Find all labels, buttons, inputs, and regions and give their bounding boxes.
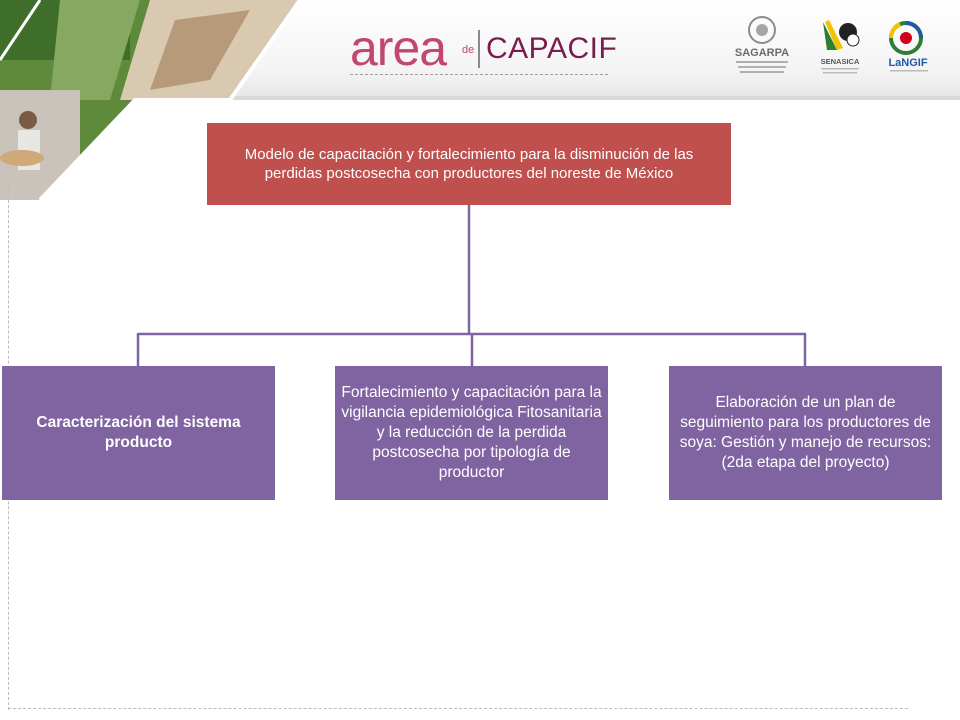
header-photo-collage — [0, 0, 300, 200]
logo-separator — [478, 30, 480, 68]
header-divider — [0, 96, 960, 100]
child-node-fortalecimiento: Fortalecimiento y capacitación para la v… — [335, 366, 608, 500]
senasica-label: SENASICA — [821, 57, 860, 66]
logo-word: area — [350, 20, 447, 76]
root-node: Modelo de capacitación y fortalecimiento… — [207, 123, 731, 205]
senasica-logo: SENASICA — [815, 14, 865, 84]
sagarpa-label: SAGARPA — [735, 47, 789, 59]
logo-de: de — [462, 44, 475, 56]
langif-label: LaNGIF — [888, 57, 927, 69]
senasica-logo-icon: SENASICA — [821, 20, 860, 74]
sagarpa-logo: SAGARPA — [724, 14, 800, 84]
logo-underline — [350, 74, 608, 75]
area-de-capacif-logo: area de CAPACIF — [350, 22, 620, 78]
child-node-caracterizacion: Caracterización del sistema producto — [2, 366, 275, 500]
langif-logo: LaNGIF — [880, 14, 936, 84]
logo-capacif: CAPACIF — [486, 32, 618, 65]
child-node-plan-seguimiento: Elaboración de un plan de seguimiento pa… — [669, 366, 942, 500]
sagarpa-seal-icon: SAGARPA — [735, 16, 789, 73]
frame-bottom-dash — [8, 708, 908, 709]
langif-logo-icon: LaNGIF — [888, 21, 928, 72]
